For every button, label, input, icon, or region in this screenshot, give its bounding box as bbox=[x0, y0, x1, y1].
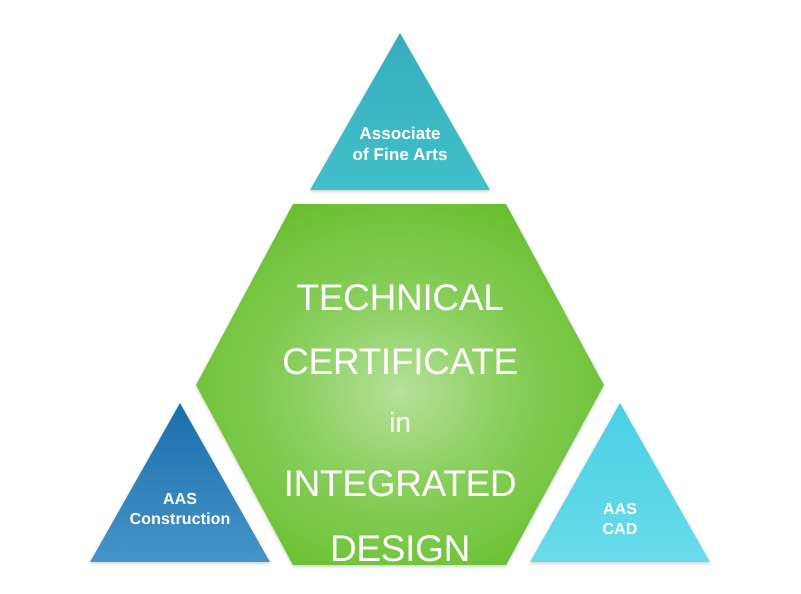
node-center-hexagon[interactable] bbox=[196, 204, 604, 565]
node-bottom-right-triangle[interactable] bbox=[530, 403, 710, 562]
node-top-triangle[interactable] bbox=[310, 33, 490, 190]
node-bottom-left-triangle[interactable] bbox=[90, 403, 270, 562]
